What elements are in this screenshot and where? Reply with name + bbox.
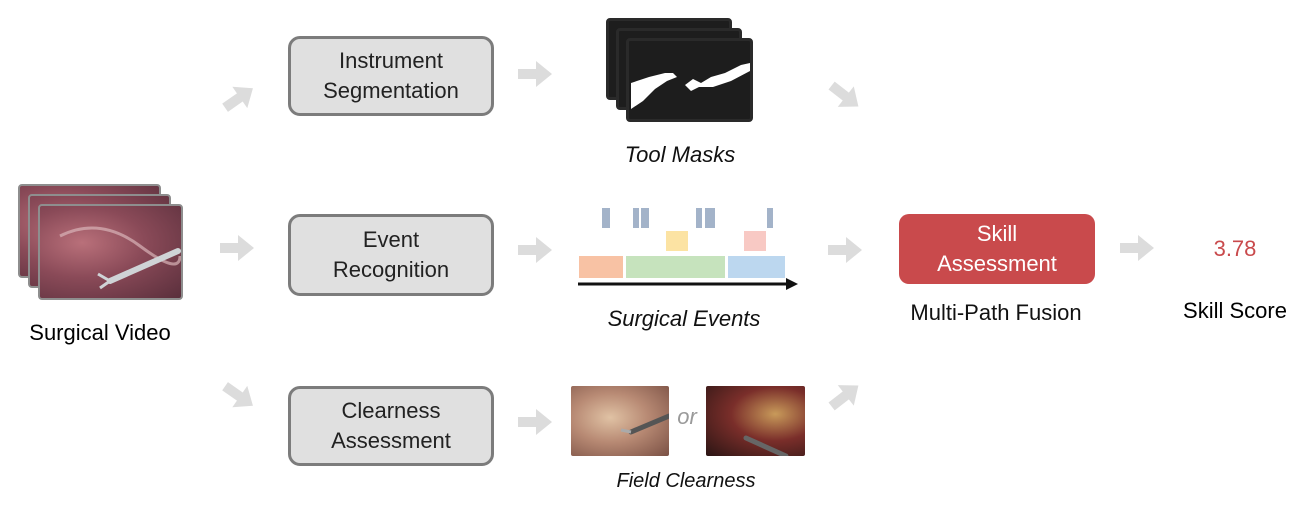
event-box-line2: Recognition	[332, 257, 450, 282]
arrow-clearness-to-fusion	[828, 385, 859, 411]
clear-field-image	[571, 386, 669, 456]
clear-field-tool	[620, 413, 669, 435]
arrow-tool-masks-to-fusion	[828, 81, 859, 107]
event-mark-6	[767, 208, 773, 228]
instrument-box-line2: Segmentation	[323, 78, 459, 103]
events-timeline	[578, 208, 798, 290]
event-mark-3	[641, 208, 649, 228]
arrow-to-score	[1120, 235, 1154, 261]
clearness-box-line2: Assessment	[331, 428, 451, 453]
unclear-field-image	[706, 386, 805, 456]
event-recognition-box: Event Recognition	[288, 214, 494, 296]
event-mark-4	[696, 208, 702, 228]
event-mark-2	[633, 208, 639, 228]
multi-path-fusion-label: Multi-Path Fusion	[910, 300, 1082, 325]
arrow-to-surgical-events	[518, 237, 552, 263]
arrow-events-to-fusion	[828, 237, 862, 263]
timeline-arrowhead	[786, 278, 798, 290]
event-box-line1: Event	[362, 227, 420, 252]
arrow-to-field-clearness	[518, 409, 552, 435]
event-segment-1	[579, 256, 623, 278]
event-mark-5	[705, 208, 715, 228]
instrument-box-line1: Instrument	[339, 48, 443, 73]
mask-frame-front	[626, 38, 753, 122]
event-mark-7	[666, 231, 688, 251]
or-label: or	[677, 404, 697, 429]
skill-box-line2: Assessment	[937, 251, 1057, 276]
field-clearness-label: Field Clearness	[616, 470, 756, 492]
tool-mask-shapes	[631, 63, 750, 109]
tool-masks-label: Tool Masks	[624, 142, 736, 167]
arrow-to-instrument	[222, 86, 253, 112]
skill-score-label: Skill Score	[1183, 298, 1287, 323]
arrow-to-tool-masks	[518, 61, 552, 87]
arrow-to-clearness	[222, 382, 253, 408]
skill-box-line1: Skill	[976, 221, 1018, 246]
unclear-field-tool	[743, 435, 789, 456]
skill-assessment-box: Skill Assessment	[899, 214, 1095, 284]
clearness-assessment-box: Clearness Assessment	[288, 386, 494, 466]
video-frame-front	[38, 204, 183, 300]
surgical-video-label: Surgical Video	[29, 320, 171, 345]
arrow-to-event	[220, 235, 254, 261]
event-segment-2	[626, 256, 725, 278]
skill-score-value: 3.78	[1213, 236, 1257, 261]
event-mark-1	[602, 208, 610, 228]
instrument-segmentation-box: Instrument Segmentation	[288, 36, 494, 116]
surgical-tool-graphic	[59, 226, 181, 290]
clearness-box-line1: Clearness	[341, 398, 441, 423]
event-segment-3	[728, 256, 785, 278]
surgical-events-label: Surgical Events	[607, 306, 761, 331]
event-mark-8	[744, 231, 766, 251]
